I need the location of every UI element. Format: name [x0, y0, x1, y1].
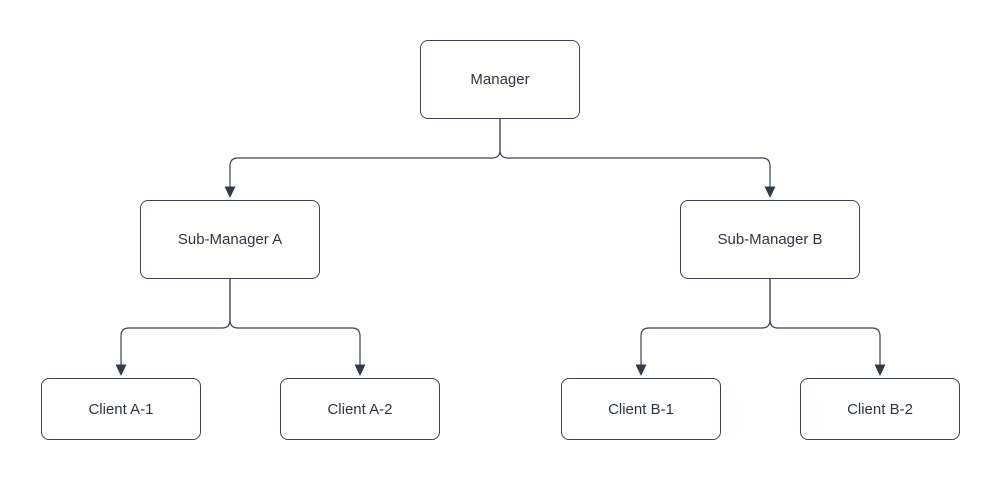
node-sub-manager-b-label: Sub-Manager B	[717, 231, 823, 248]
edge-sub-b-to-client-b2-line	[769, 279, 881, 365]
edge-sub-a-to-client-a2-arrowhead-icon	[354, 364, 366, 376]
node-sub-manager-a-label: Sub-Manager A	[177, 231, 283, 248]
edge-sub-a-to-client-a1-arrowhead-icon	[115, 364, 127, 376]
node-client-a2-label: Client A-2	[327, 400, 393, 418]
node-client-b2: Client B-2	[800, 378, 960, 440]
node-manager-label: Manager	[470, 71, 530, 88]
node-client-b2-label: Client B-2	[847, 400, 913, 418]
node-sub-manager-b: Sub-Manager B	[680, 200, 860, 279]
edge-sub-b-to-client-b1-line	[640, 279, 771, 365]
node-manager: Manager	[420, 40, 580, 119]
edge-manager-to-sub-b-line	[499, 119, 771, 187]
edge-sub-a-to-client-a1-line	[120, 279, 231, 365]
node-client-b1: Client B-1	[561, 378, 721, 440]
edge-sub-a-to-client-a2-line	[229, 279, 361, 365]
edge-manager-to-sub-b-arrowhead-icon	[764, 186, 776, 198]
node-client-a1-label: Client A-1	[88, 400, 154, 418]
edge-manager-to-sub-a-arrowhead-icon	[224, 186, 236, 198]
node-sub-manager-a: Sub-Manager A	[140, 200, 320, 279]
node-client-a2: Client A-2	[280, 378, 440, 440]
edge-manager-to-sub-a-line	[229, 119, 501, 187]
edge-sub-b-to-client-b1-arrowhead-icon	[635, 364, 647, 376]
edge-sub-b-to-client-b2-arrowhead-icon	[874, 364, 886, 376]
node-client-a1: Client A-1	[41, 378, 201, 440]
node-client-b1-label: Client B-1	[608, 400, 674, 418]
